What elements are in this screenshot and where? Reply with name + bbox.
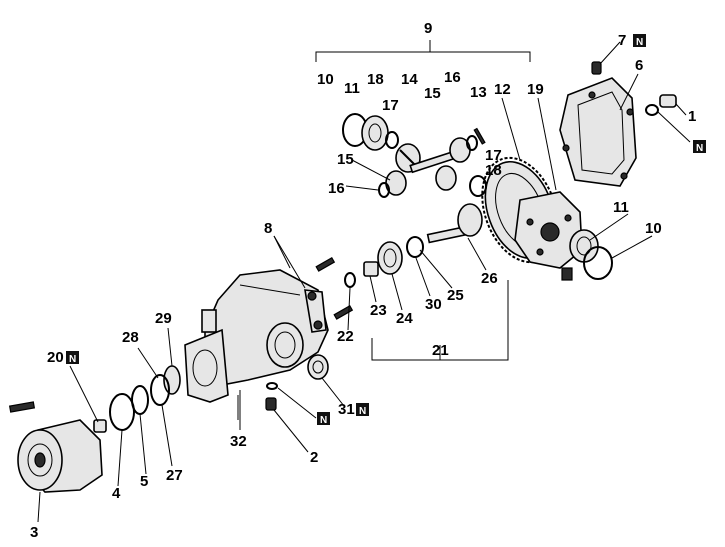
case-bolt <box>561 267 573 281</box>
part-label-18: 18 <box>367 71 384 88</box>
part-label-1: 1 <box>688 108 696 125</box>
pinion-oil-seal <box>307 354 329 380</box>
part-label-30: 30 <box>425 296 442 313</box>
part-label-25: 25 <box>447 287 464 304</box>
side-bearing-right <box>569 229 613 280</box>
carrier-housing <box>184 269 329 420</box>
svg-text:N: N <box>696 143 703 154</box>
n-marker-7: N <box>633 34 646 48</box>
part-label-32: 32 <box>230 433 247 450</box>
part-label-29: 29 <box>155 310 172 327</box>
part-label-8: 8 <box>264 220 272 237</box>
spider-gear-set <box>342 113 487 198</box>
part-label-2: 2 <box>310 449 318 466</box>
part-label-10: 10 <box>317 71 334 88</box>
part-label-24: 24 <box>396 310 413 327</box>
companion-flange <box>8 401 103 493</box>
part-label-21: 21 <box>432 342 449 359</box>
filler-plug <box>645 94 677 116</box>
n-marker-drain: N <box>317 412 330 426</box>
part-label-28: 28 <box>122 329 139 346</box>
rear-cover <box>559 77 637 187</box>
part-label-27: 27 <box>166 467 183 484</box>
part-label-26: 26 <box>481 270 498 287</box>
n-marker-1: N <box>693 140 706 154</box>
front-spacers <box>109 365 181 431</box>
part-label-20: 20 <box>47 349 64 366</box>
svg-text:N: N <box>359 406 366 417</box>
n-marker-20: N <box>66 351 79 365</box>
part-label-7: 7 <box>618 32 626 49</box>
svg-text:N: N <box>636 37 643 48</box>
part-label-16: 16 <box>328 180 345 197</box>
n-marker-31: N <box>356 403 369 417</box>
part-label-3: 3 <box>30 524 38 541</box>
part-label-11: 11 <box>613 199 629 216</box>
part-label-16: 16 <box>444 69 461 86</box>
breather <box>591 61 602 75</box>
part-label-5: 5 <box>140 473 148 490</box>
part-label-17: 17 <box>382 97 399 114</box>
part-label-9: 9 <box>424 20 432 37</box>
group-21-bracket <box>371 280 509 361</box>
flange-nut <box>93 419 107 433</box>
part-label-4: 4 <box>112 485 121 502</box>
part-label-19: 19 <box>527 81 544 98</box>
part-label-15: 15 <box>424 85 441 102</box>
differential-case <box>514 191 583 269</box>
part-label-6: 6 <box>635 57 643 74</box>
part-label-10: 10 <box>645 220 662 237</box>
pinion-bearings <box>344 236 424 288</box>
part-label-11: 11 <box>344 80 360 97</box>
part-label-22: 22 <box>337 328 354 345</box>
part-label-17: 17 <box>485 147 502 164</box>
part-label-23: 23 <box>370 302 387 319</box>
group-9-bracket <box>315 40 531 62</box>
part-label-18: 18 <box>485 162 502 179</box>
drive-pinion <box>426 203 483 244</box>
part-label-12: 12 <box>494 81 511 98</box>
part-label-15: 15 <box>337 151 354 168</box>
part-label-31: 31 <box>338 401 355 418</box>
part-number-labels: 1 2 3 4 5 6 7 8 9 10 10 11 11 12 13 14 1… <box>30 20 696 541</box>
part-label-13: 13 <box>470 84 487 101</box>
svg-text:N: N <box>69 354 76 365</box>
part-label-14: 14 <box>401 71 418 88</box>
leader-lines <box>37 41 691 523</box>
drain-plug <box>265 382 278 411</box>
svg-text:N: N <box>320 415 327 426</box>
carrier-bolts <box>315 256 354 320</box>
